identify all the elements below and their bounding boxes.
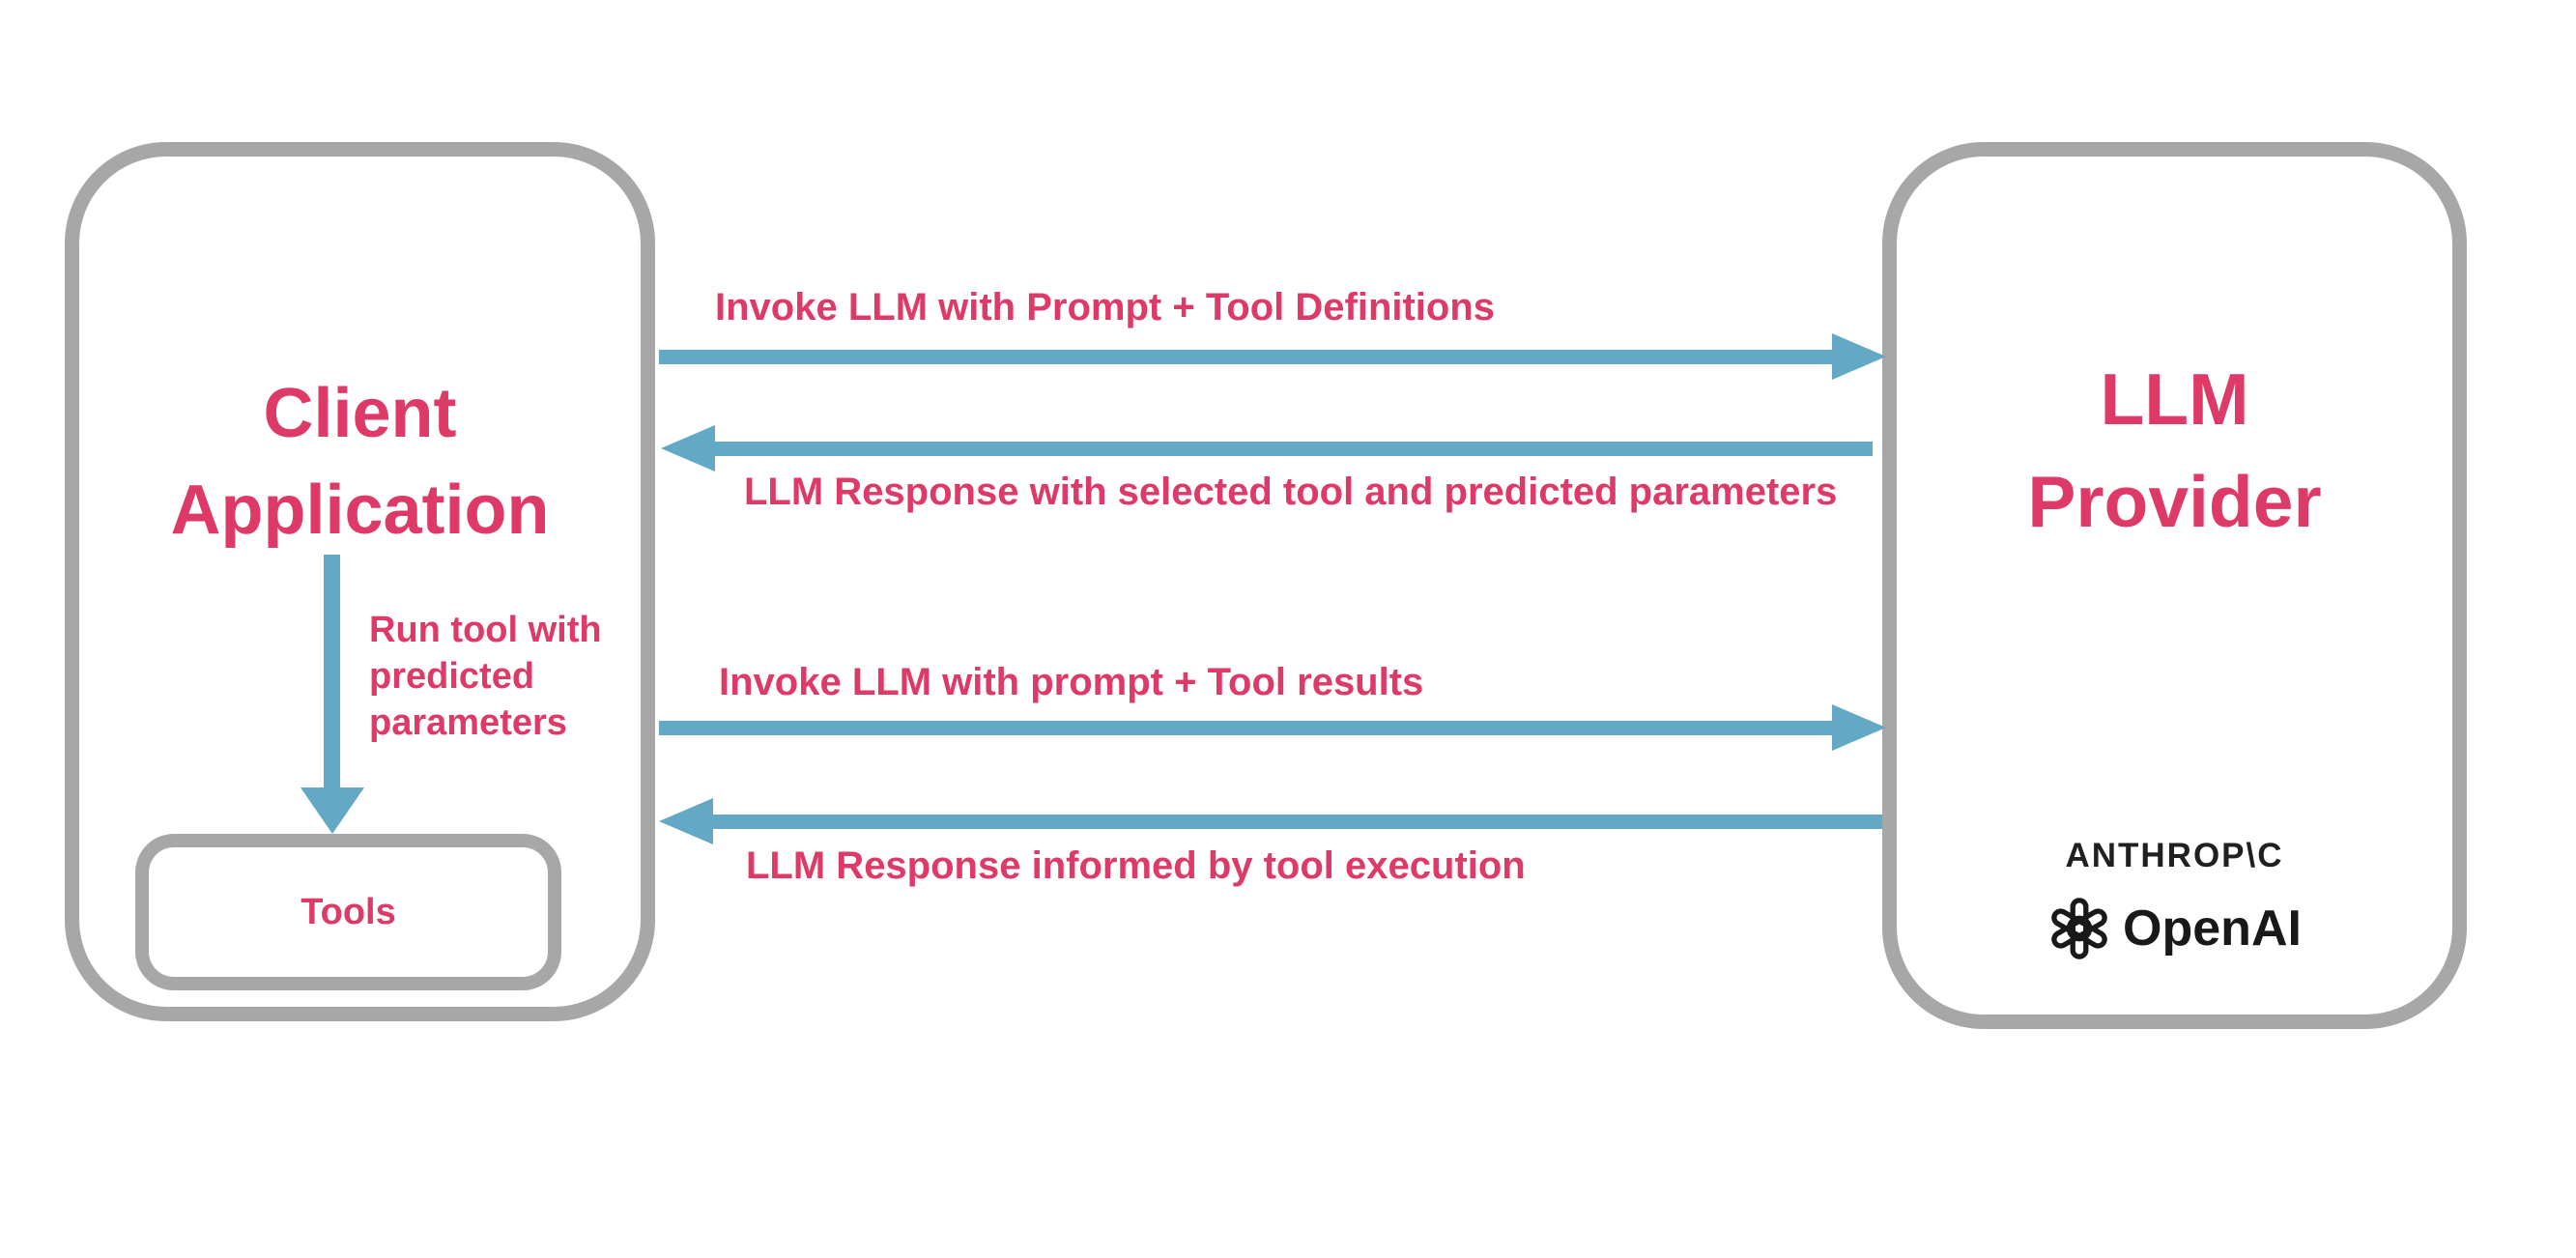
arrow-response-execution-shaft <box>711 815 1882 829</box>
arrow-response-parameters-head-icon <box>661 425 715 472</box>
arrow-invoke-results-head-icon <box>1832 704 1886 751</box>
llm-provider-title: LLM Provider <box>2027 358 2322 542</box>
arrow-invoke-results-label: Invoke LLM with prompt + Tool results <box>719 661 1424 703</box>
llm-provider-box <box>1882 142 2467 1029</box>
arrow-response-parameters-label: LLM Response with selected tool and pred… <box>744 471 1838 513</box>
tools-label-wrap: Tools <box>135 834 561 990</box>
arrow-invoke-definitions-head-icon <box>1832 333 1886 380</box>
openai-logo-text: OpenAI <box>2123 901 2302 957</box>
openai-logo-icon <box>2047 897 2111 960</box>
arrow-response-parameters-shaft <box>713 442 1873 456</box>
arrow-response-execution-head-icon <box>659 798 713 844</box>
client-application-title: Client Application <box>170 375 550 549</box>
arrow-run-tool-head-icon <box>301 787 364 834</box>
arrow-invoke-definitions-shaft <box>659 350 1834 364</box>
arrow-invoke-definitions-label: Invoke LLM with Prompt + Tool Definition… <box>715 286 1496 329</box>
arrow-response-execution-label: LLM Response informed by tool execution <box>746 844 1526 887</box>
arrow-invoke-results-shaft <box>659 721 1834 735</box>
arrow-run-tool-shaft <box>324 555 340 789</box>
anthropic-logo: ANTHROP\C <box>2065 837 2284 874</box>
arrow-run-tool-label: Run tool with predicted parameters <box>369 610 602 743</box>
openai-logo: OpenAI <box>1882 897 2467 960</box>
tools-box <box>135 834 561 990</box>
tools-label: Tools <box>301 891 396 932</box>
